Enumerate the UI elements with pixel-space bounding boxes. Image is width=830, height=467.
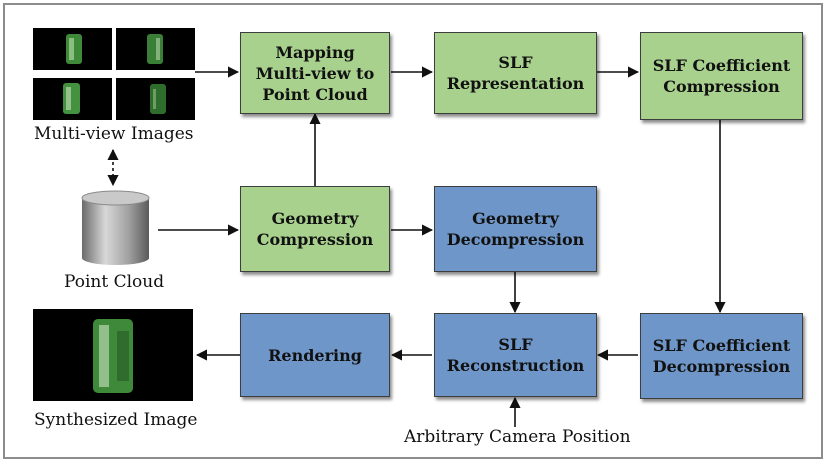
mapping-box: Mapping Multi-view to Point Cloud	[240, 32, 390, 114]
multiview-image-4	[116, 78, 195, 120]
slf-coefficient-compression-box: SLF Coefficient Compression	[640, 32, 803, 120]
multiview-images-caption: Multi-view Images	[34, 124, 194, 144]
synthesized-image	[33, 309, 193, 401]
geometry-compression-box: Geometry Compression	[240, 186, 390, 272]
camera-position-caption: Arbitrary Camera Position	[404, 427, 631, 447]
slf-reconstruction-box: SLF Reconstruction	[434, 313, 597, 397]
geometry-decompression-box: Geometry Decompression	[434, 186, 597, 272]
multiview-image-3	[33, 78, 112, 120]
synthesized-image-caption: Synthesized Image	[34, 410, 198, 430]
multiview-image-1	[33, 28, 112, 70]
multiview-image-2	[116, 28, 195, 70]
point-cloud-caption: Point Cloud	[64, 272, 165, 292]
slf-representation-box: SLF Representation	[434, 32, 597, 114]
rendering-box: Rendering	[240, 313, 390, 397]
point-cloud-cylinder-icon	[81, 190, 150, 265]
slf-coefficient-decompression-box: SLF Coefficient Decompression	[640, 313, 803, 399]
